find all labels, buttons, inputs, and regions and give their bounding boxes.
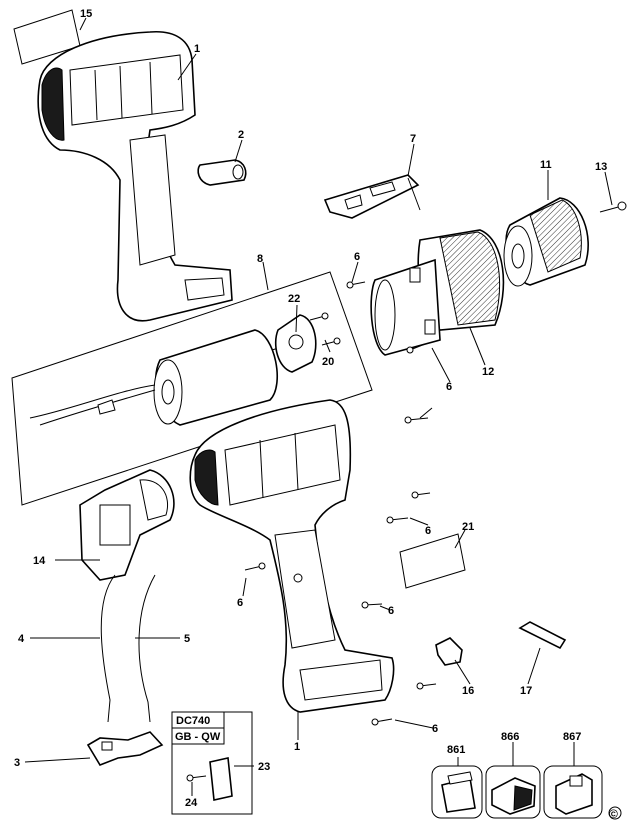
accessory-icon-861	[431, 765, 483, 819]
callout-23: 23	[258, 761, 270, 773]
forward-reverse-button-2	[197, 159, 247, 186]
gear-selector-7	[323, 174, 421, 219]
terminal-block-3	[86, 731, 164, 766]
callout-6-housing-left: 6	[237, 597, 243, 609]
switch-14	[79, 469, 175, 581]
tab-17	[518, 621, 567, 650]
callout-21: 21	[462, 521, 474, 533]
callout-numbers: 15 1 2 7 11 13 8 22 20 6 12 6 6 21 14 6 …	[14, 8, 607, 809]
leader-lines	[24, 17, 613, 796]
callout-7: 7	[410, 133, 416, 145]
kit-model-label: DC740	[176, 715, 210, 727]
callout-1-main: 1	[294, 741, 300, 753]
callout-11: 11	[540, 159, 552, 171]
copyright-mark: ©	[609, 807, 618, 821]
callout-866: 866	[501, 731, 519, 743]
callout-15: 15	[80, 8, 92, 20]
spare-kit-box-23	[171, 711, 253, 815]
clip-16	[435, 637, 463, 666]
callout-6-housing-right: 6	[425, 525, 431, 537]
screws-6-housing	[244, 491, 437, 726]
screws-6-gearbox	[346, 281, 429, 424]
callout-20: 20	[322, 356, 334, 368]
motor-screws-20	[309, 312, 341, 346]
chuck-screw-13	[599, 201, 627, 213]
gearbox-clutch-12	[370, 229, 505, 356]
motor-kit-box-8	[11, 271, 373, 506]
callout-22: 22	[288, 293, 300, 305]
callout-6-housing-bottom: 6	[432, 723, 438, 735]
callout-6-housing-mid: 6	[388, 605, 394, 617]
label-sticker-21	[399, 533, 466, 589]
callout-5: 5	[184, 633, 190, 645]
motor-assembly	[29, 329, 289, 426]
callout-16: 16	[462, 685, 474, 697]
callout-17: 17	[520, 685, 532, 697]
callout-6-gearbox-lower: 6	[446, 381, 452, 393]
accessory-icon-866	[485, 765, 541, 819]
callout-8: 8	[257, 253, 263, 265]
callout-867: 867	[563, 731, 581, 743]
fan-plate-22	[274, 314, 317, 373]
callout-6-gearbox: 6	[354, 251, 360, 263]
housing-half-main	[189, 399, 395, 713]
accessory-icon-867	[543, 765, 603, 819]
wires-4-5	[100, 574, 156, 723]
callout-14: 14	[33, 555, 46, 567]
callout-24: 24	[185, 797, 198, 809]
housing-half-top	[37, 31, 233, 322]
callout-2: 2	[238, 129, 244, 141]
callout-13: 13	[595, 161, 607, 173]
kit-variant-label: GB - QW	[175, 731, 221, 743]
callout-861: 861	[447, 744, 465, 756]
callout-12: 12	[482, 366, 494, 378]
keyless-chuck-11	[503, 197, 589, 287]
callout-3: 3	[14, 757, 20, 769]
callout-4: 4	[18, 633, 25, 645]
callout-1-top: 1	[194, 43, 200, 55]
